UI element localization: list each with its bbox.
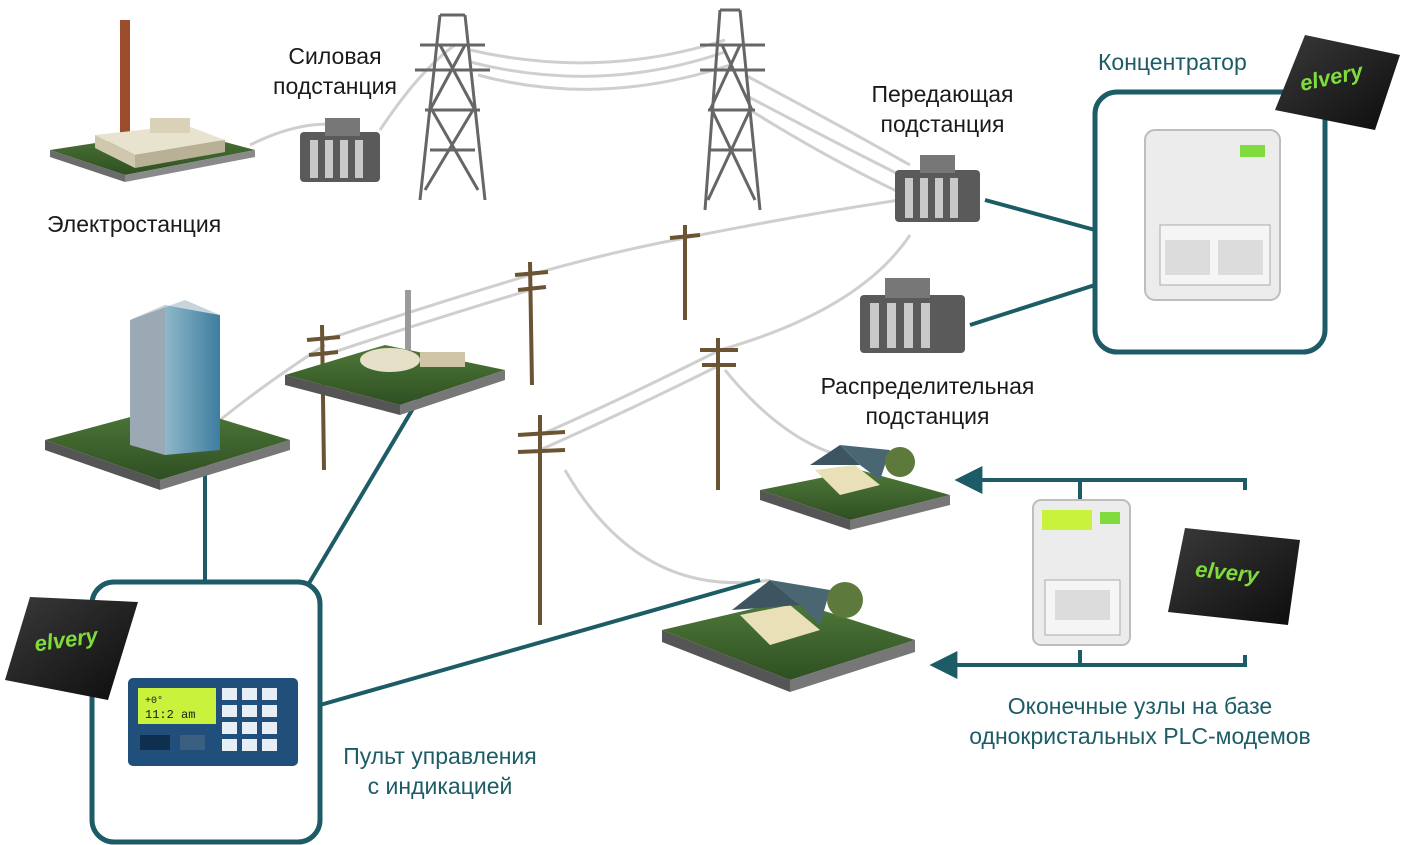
data-links — [203, 198, 1096, 707]
concentrator-box — [1092, 89, 1328, 355]
distribution-substation-transformer — [860, 278, 965, 353]
house-1 — [760, 445, 950, 530]
power-substation-label-line2: подстанция — [273, 73, 397, 99]
office-building — [45, 300, 290, 490]
end-node-meter — [1032, 499, 1131, 646]
transmitting-substation-label-line1: Передающая — [871, 81, 1014, 107]
end-node-chip: elvery — [1168, 528, 1300, 625]
control-panel-label-line1: Пульт управления — [343, 743, 537, 769]
distribution-substation-label-line2: подстанция — [865, 403, 990, 429]
distribution-substation-label-line1: Распределительная — [820, 373, 1035, 399]
control-panel-box: +0° 11:2 am — [89, 579, 323, 845]
transmitting-substation-transformer — [895, 155, 980, 222]
transmitting-substation-label-line2: подстанция — [880, 111, 1005, 137]
control-panel-chip: elvery — [5, 597, 138, 700]
power-substation-label-line1: Силовая — [288, 43, 382, 69]
panel-keypad — [222, 688, 277, 751]
power-plant-label: Электростанция — [47, 211, 222, 237]
panel-display-line2: 11:2 am — [145, 708, 195, 722]
power-substation-transformer — [300, 118, 380, 182]
control-panel-label-line2: с индикацией — [367, 773, 513, 799]
industrial-plant — [285, 290, 505, 415]
house-2 — [662, 580, 915, 692]
panel-display-line1: +0° — [145, 695, 163, 707]
end-nodes-label-line1: Оконечные узлы на базе — [1007, 693, 1273, 719]
concentrator-chip: elvery — [1275, 35, 1400, 130]
power-plant — [50, 20, 255, 182]
concentrator-label: Концентратор — [1098, 49, 1247, 75]
transmission-tower-1 — [415, 13, 490, 201]
transmission-tower-2 — [700, 8, 765, 211]
power-lines — [219, 38, 912, 585]
end-nodes-label-line2: однокристальных PLC-модемов — [969, 723, 1311, 749]
utility-poles — [306, 225, 738, 625]
